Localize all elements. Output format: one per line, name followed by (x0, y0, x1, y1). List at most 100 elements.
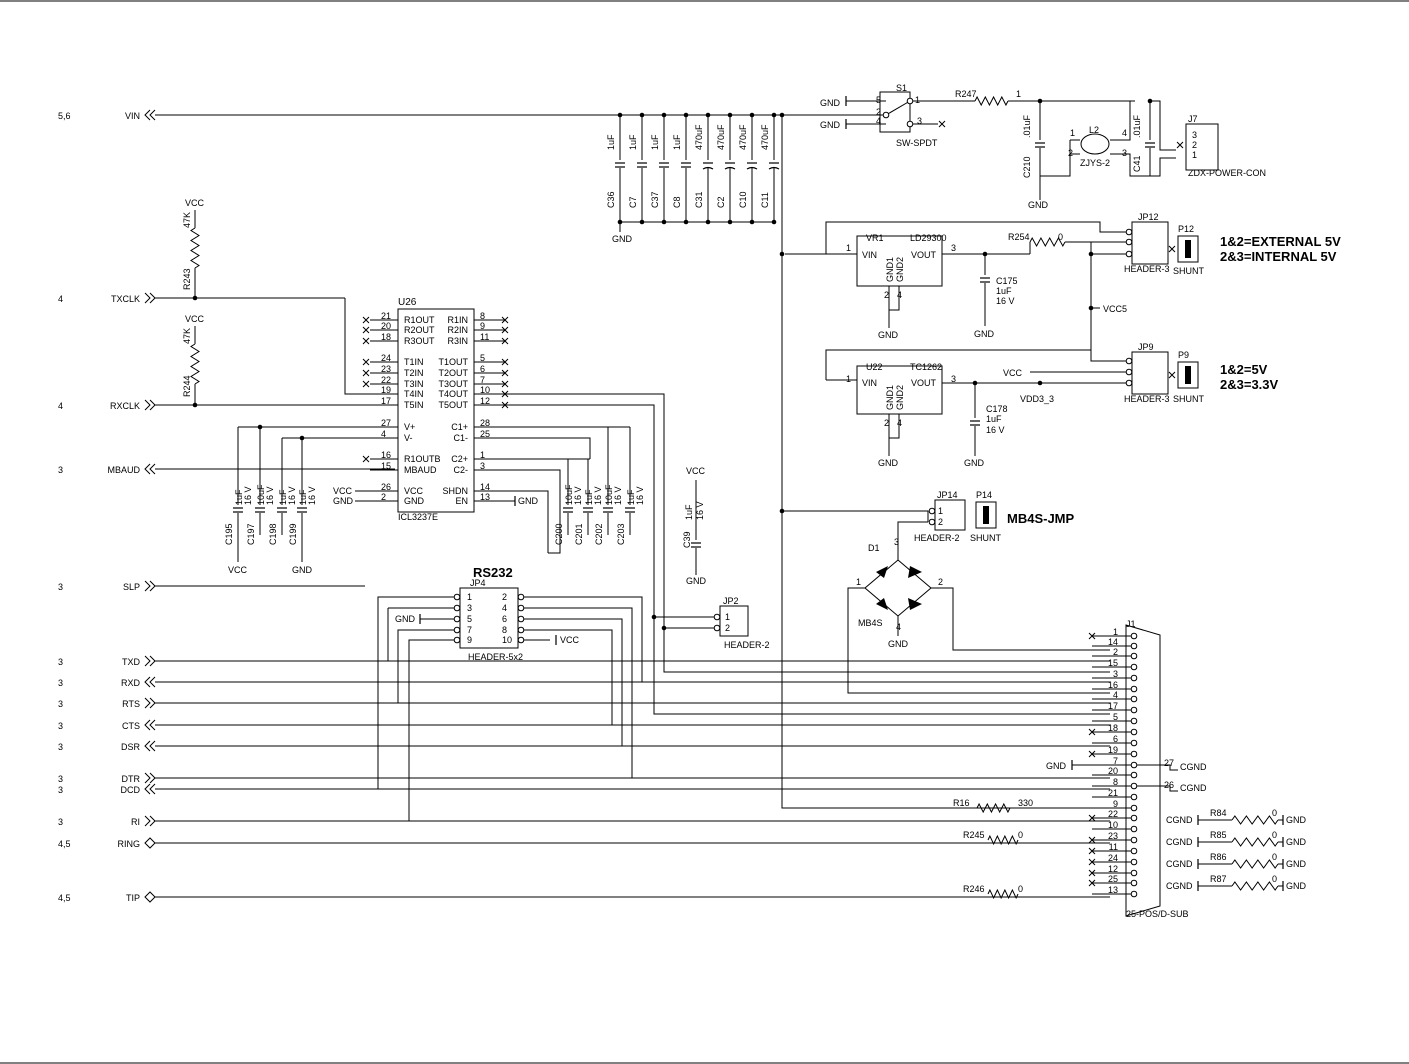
ic-pin-name: C2- (453, 465, 468, 475)
ic-pin-name: T1IN (404, 357, 424, 367)
no-connect-x (1088, 814, 1096, 822)
charge-capacitor (583, 507, 593, 513)
pin-num: 9 (1113, 799, 1118, 809)
no-connect-x (1088, 869, 1096, 877)
cap-plate-curved (724, 166, 736, 170)
capacitor-c175 (980, 277, 990, 283)
pin-circle (882, 111, 890, 119)
pin-num: 20 (1108, 766, 1118, 776)
pin-num: 3 (894, 537, 899, 547)
net-label-vcc5: VCC5 (1103, 304, 1127, 314)
junction-dot (299, 435, 305, 441)
shunt-label: SHUNT (1173, 394, 1205, 404)
junction-dot (727, 112, 733, 118)
ic-part: ICL3237E (398, 512, 438, 522)
input-arrow-symbol (144, 740, 156, 752)
bulk-capacitor (681, 162, 691, 168)
pin-num: 1 (467, 592, 472, 602)
pin-num: 2 (938, 577, 943, 587)
resistor-value: 0 (1018, 884, 1023, 894)
cap-value: 470uF (738, 124, 748, 150)
bridge-ref: D1 (868, 543, 880, 553)
bulk-capacitor (702, 162, 714, 170)
pin-num: 1 (938, 506, 943, 516)
port-sheet-ref: 4 (58, 294, 63, 304)
ic-pin-name: T3OUT (438, 379, 468, 389)
resistor-value: 0 (1272, 874, 1277, 884)
ic-pin-num: 18 (381, 332, 391, 342)
jumper-note: 1&2=5V (1220, 362, 1268, 377)
pin-num: 1 (846, 243, 851, 253)
pin-num: 3 (467, 603, 472, 613)
pin-circle (517, 636, 525, 644)
no-connect-mark (1088, 814, 1096, 822)
cap-voltage: 16 V (593, 486, 603, 505)
pin-circle (1130, 858, 1138, 866)
wire (885, 100, 911, 116)
pin-circle (1130, 890, 1138, 898)
cgnd-resistor (1231, 837, 1279, 847)
net-label-vdd3: VDD3_3 (1020, 394, 1054, 404)
port-sheet-ref: 3 (58, 699, 63, 709)
port-name: RING (118, 839, 141, 849)
pin-circle (1130, 879, 1138, 887)
pin-num: 17 (1108, 701, 1118, 711)
no-connect-x (362, 380, 370, 388)
bidir-port-symbol (144, 837, 156, 849)
gnd-label: GND (1028, 200, 1049, 210)
cap-ref: C39 (682, 531, 692, 548)
header-type: HEADER-3 (1124, 264, 1170, 274)
charge-capacitor (603, 507, 613, 513)
pin-circle (1130, 771, 1138, 779)
shunt-ref: P14 (976, 490, 992, 500)
cap-value: .01uF (1132, 114, 1142, 138)
pin-circle (906, 120, 914, 128)
choke-type: ZJYS-2 (1080, 158, 1110, 168)
pin-circle (1130, 728, 1138, 736)
no-connect-x (501, 369, 509, 377)
ic-pin-name: C2+ (451, 454, 468, 464)
no-connect-x (501, 326, 509, 334)
pin-num: 9 (467, 635, 472, 645)
resistor-r245 (987, 834, 1019, 846)
cap-value: 1uF (628, 134, 638, 150)
port-name: RXD (121, 678, 141, 688)
no-connect-mark (501, 369, 509, 377)
wire (897, 521, 928, 560)
pin-num: 3 (1113, 669, 1118, 679)
jumper-note: 1&2=EXTERNAL 5V (1220, 234, 1341, 249)
pin-num: 4 (502, 603, 507, 613)
port-name: SLP (123, 582, 140, 592)
wire (505, 437, 591, 459)
cap-ref: C36 (606, 191, 616, 208)
ic-pin-name: R2OUT (404, 325, 435, 335)
pin-num: 4 (1122, 128, 1127, 138)
vcc-label: VCC (228, 565, 248, 575)
cap-value: 10uF (256, 484, 266, 505)
output-arrow-symbol (144, 815, 156, 827)
no-connect-x (501, 358, 509, 366)
wire (505, 469, 561, 554)
no-connect-mark (501, 401, 509, 409)
cap-voltage: 16 V (613, 486, 623, 505)
pin-num: 7 (1113, 756, 1118, 766)
pin-num: 4 (1113, 690, 1118, 700)
ic-pin-num: 28 (480, 418, 490, 428)
pin-num: 8 (502, 625, 507, 635)
port-sheet-ref: 3 (58, 657, 63, 667)
pin-num: 5 (1113, 712, 1118, 722)
input-arrow-symbol (144, 109, 156, 121)
pin-circle (1130, 793, 1138, 801)
gnd-label: GND (612, 234, 633, 244)
ic-pin-name: R3IN (447, 336, 468, 346)
no-connect-x (501, 401, 509, 409)
resistor-r247 (974, 95, 1009, 107)
pin-num: 5 (467, 614, 472, 624)
resistor-r246 (987, 888, 1019, 900)
common-mode-choke-l2 (1080, 133, 1110, 155)
pin-circle (453, 636, 461, 644)
output-arrow-symbol (144, 655, 156, 667)
shunt-bar (1185, 366, 1191, 384)
no-connect-mark (1088, 632, 1096, 640)
